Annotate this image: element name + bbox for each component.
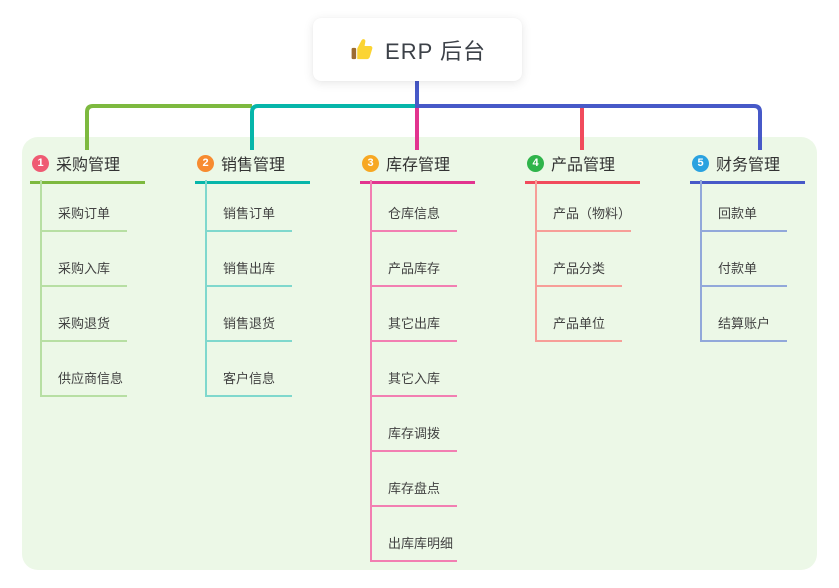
child-node-label: 回款单: [718, 206, 758, 221]
child-node-label: 产品库存: [388, 261, 441, 276]
child-node-label: 销售出库: [223, 261, 276, 276]
branch-child-connector: [700, 180, 702, 342]
child-node-label: 付款单: [718, 261, 758, 276]
child-node[interactable]: 采购退货: [40, 313, 127, 342]
child-node[interactable]: 结算账户: [700, 313, 787, 342]
child-node[interactable]: 付款单: [700, 258, 787, 287]
child-node-label: 出库库明细: [388, 536, 454, 551]
child-node-label: 其它出库: [388, 316, 441, 331]
branch-number-badge: 2: [197, 154, 214, 172]
branch-header-3[interactable]: 3 库存管理: [360, 148, 475, 184]
connector-segment: [85, 104, 252, 150]
branch-label: 销售管理: [221, 157, 286, 174]
child-node-label: 产品（物料）: [553, 206, 632, 221]
branch-header-4[interactable]: 4 产品管理: [525, 148, 640, 184]
branch-label: 财务管理: [716, 157, 781, 174]
child-node-label: 库存调拨: [388, 426, 441, 441]
branch-1: 1 采购管理 采购订单采购入库采购退货供应商信息: [30, 148, 160, 397]
child-node-label: 结算账户: [718, 316, 771, 331]
child-node[interactable]: 库存盘点: [370, 478, 457, 507]
branch-5: 5 财务管理 回款单付款单结算账户: [690, 148, 820, 342]
branches-panel: [22, 137, 817, 570]
child-node[interactable]: 销售订单: [205, 203, 292, 232]
branch-child-connector: [40, 180, 42, 397]
branch-4: 4 产品管理 产品（物料） 产品分类产品单位: [525, 148, 655, 342]
root-node[interactable]: ERP 后台: [313, 18, 522, 81]
child-node-label: 采购入库: [58, 261, 111, 276]
child-node[interactable]: 产品库存: [370, 258, 457, 287]
child-node[interactable]: 仓库信息: [370, 203, 457, 232]
child-node-label: 产品单位: [553, 316, 606, 331]
child-node-label: 采购订单: [58, 206, 111, 221]
child-node[interactable]: 销售退货: [205, 313, 292, 342]
branch-header-2[interactable]: 2 销售管理: [195, 148, 310, 184]
child-node-label: 产品分类: [553, 261, 606, 276]
branch-header-1[interactable]: 1 采购管理: [30, 148, 145, 184]
child-node[interactable]: 其它入库: [370, 368, 457, 397]
child-node[interactable]: 产品分类: [535, 258, 622, 287]
branch-number-badge: 5: [692, 154, 709, 172]
child-node[interactable]: 产品（物料）: [535, 203, 632, 232]
connector-segment: [250, 104, 417, 150]
child-node-label: 销售订单: [223, 206, 276, 221]
branch-2: 2 销售管理 销售订单销售出库销售退货客户信息: [195, 148, 325, 397]
child-node[interactable]: 销售出库: [205, 258, 292, 287]
root-title: ERP 后台: [385, 38, 486, 64]
thumbs-up-icon: [349, 37, 375, 63]
child-node[interactable]: 出库库明细: [370, 533, 457, 562]
branch-child-connector: [370, 180, 372, 562]
branch-header-5[interactable]: 5 财务管理: [690, 148, 805, 184]
branch-label: 库存管理: [386, 157, 451, 174]
child-node[interactable]: 客户信息: [205, 368, 292, 397]
child-node-label: 客户信息: [223, 371, 276, 386]
child-node-label: 仓库信息: [388, 206, 441, 221]
child-node-label: 供应商信息: [58, 371, 124, 386]
child-node-label: 销售退货: [223, 316, 276, 331]
child-node[interactable]: 产品单位: [535, 313, 622, 342]
branch-3: 3 库存管理 仓库信息产品库存其它出库其它入库库存调拨库存盘点出库库明细: [360, 148, 490, 562]
child-node-label: 采购退货: [58, 316, 111, 331]
child-node[interactable]: 回款单: [700, 203, 787, 232]
child-node-label: 库存盘点: [388, 481, 441, 496]
child-node-label: 其它入库: [388, 371, 441, 386]
child-node[interactable]: 其它出库: [370, 313, 457, 342]
branch-number-badge: 3: [362, 154, 379, 172]
branch-child-connector: [205, 180, 207, 397]
branch-label: 采购管理: [56, 157, 121, 174]
branch-label: 产品管理: [551, 157, 616, 174]
branch-number-badge: 1: [32, 154, 49, 172]
connector-segment: [417, 104, 762, 150]
child-node[interactable]: 库存调拨: [370, 423, 457, 452]
branch-number-badge: 4: [527, 154, 544, 172]
child-node[interactable]: 供应商信息: [40, 368, 127, 397]
child-node[interactable]: 采购订单: [40, 203, 127, 232]
branch-child-connector: [535, 180, 537, 342]
child-node[interactable]: 采购入库: [40, 258, 127, 287]
